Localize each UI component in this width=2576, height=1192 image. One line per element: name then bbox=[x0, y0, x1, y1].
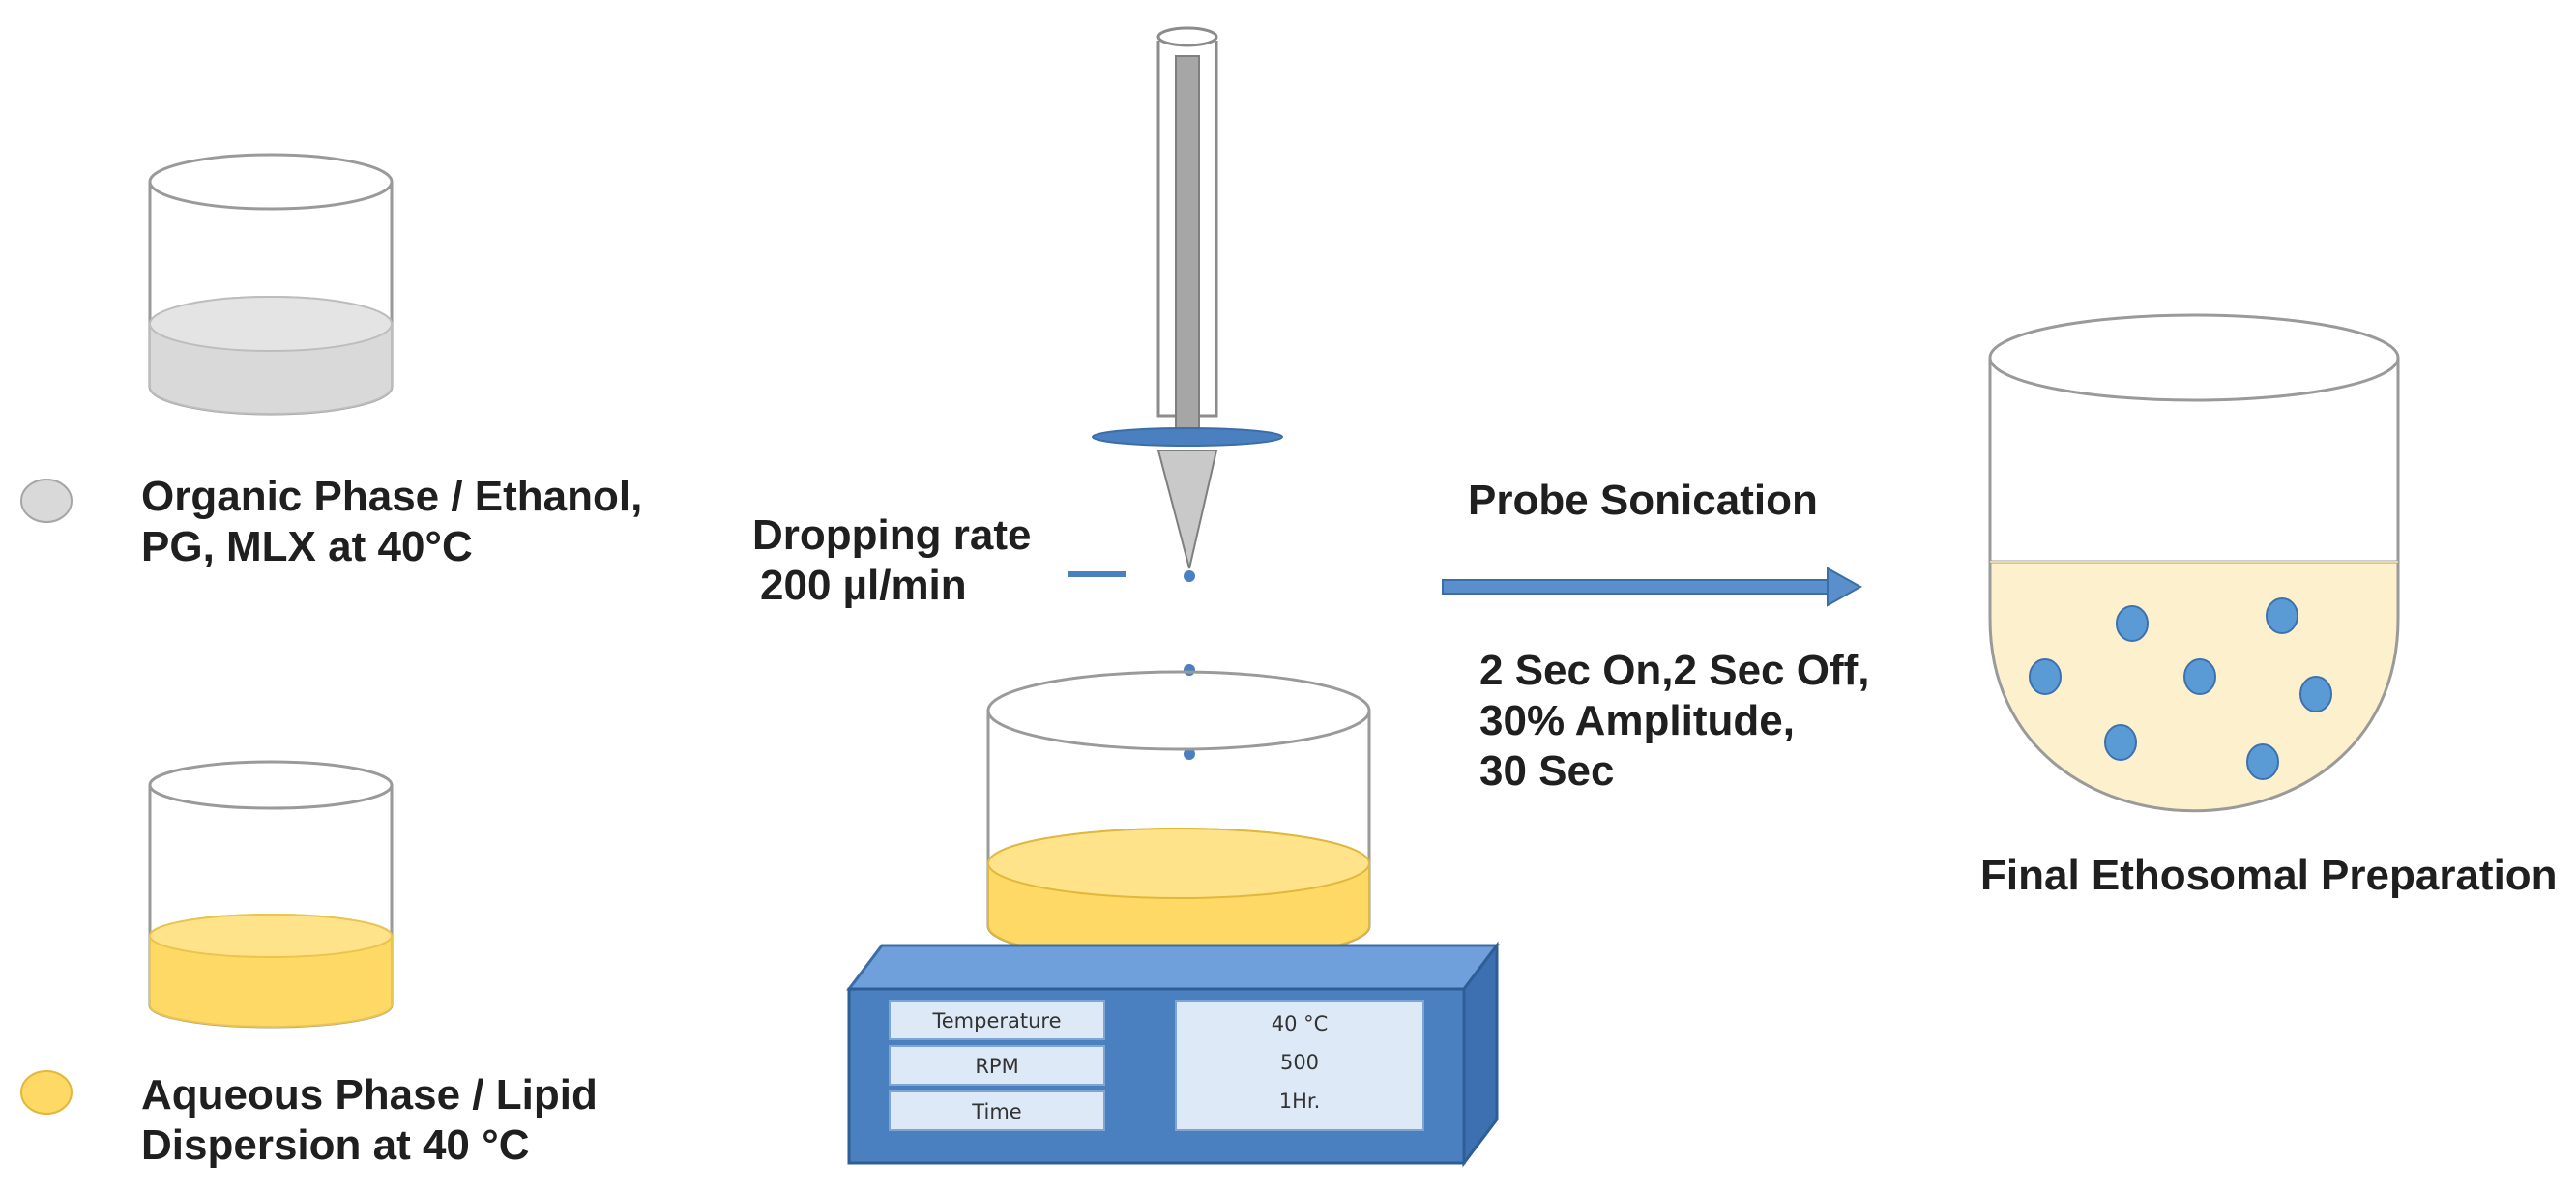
sonication-line1: 2 Sec On,2 Sec Off, bbox=[1479, 647, 1870, 694]
droplet bbox=[1184, 664, 1195, 676]
sonication-conditions: 2 Sec On,2 Sec Off, 30% Amplitude, 30 Se… bbox=[1479, 646, 1870, 797]
sonication-line2: 30% Amplitude, bbox=[1479, 696, 1795, 744]
aqueous-phase-label: Aqueous Phase / Lipid Dispersion at 40 °… bbox=[141, 1070, 598, 1171]
aqueous-phase-line2: Dispersion at 40 °C bbox=[141, 1120, 530, 1169]
probe-sonication-title: Probe Sonication bbox=[1468, 477, 1818, 524]
dropping-rate-label: Dropping rate 200 µl/min bbox=[752, 510, 1031, 611]
ethosome-particle bbox=[2266, 597, 2298, 634]
organic-phase-swatch bbox=[20, 479, 73, 523]
final-ethosome-beaker bbox=[1988, 313, 2400, 813]
mixing-beaker bbox=[986, 670, 1371, 963]
dropper-pipette bbox=[1092, 26, 1283, 569]
ethosome-particle bbox=[2183, 658, 2216, 695]
organic-phase-label: Organic Phase / Ethanol, PG, MLX at 40°C bbox=[141, 472, 642, 572]
stirrer-label-temperature: Temperature bbox=[931, 1009, 1061, 1032]
dropping-rate-line1: Dropping rate bbox=[752, 511, 1032, 559]
stirrer-label-time: Time bbox=[971, 1100, 1021, 1123]
final-preparation-label: Final Ethosomal Preparation bbox=[1980, 852, 2558, 899]
hot-plate-stirrer bbox=[845, 941, 1501, 1168]
stirrer-value-temperature: 40 °C bbox=[1272, 1012, 1329, 1035]
ethosome-particle bbox=[2299, 676, 2332, 712]
aqueous-phase-beaker bbox=[148, 760, 394, 1029]
ethosome-particle bbox=[2116, 605, 2149, 642]
stirrer-label-rpm: RPM bbox=[975, 1055, 1018, 1078]
organic-phase-line2: PG, MLX at 40°C bbox=[141, 522, 473, 570]
aqueous-phase-swatch bbox=[20, 1070, 73, 1115]
droplet bbox=[1184, 570, 1195, 582]
organic-phase-line1: Organic Phase / Ethanol, bbox=[141, 473, 643, 520]
sonication-line3: 30 Sec bbox=[1479, 746, 1615, 795]
organic-phase-beaker bbox=[148, 153, 394, 416]
aqueous-phase-line1: Aqueous Phase / Lipid bbox=[141, 1071, 598, 1119]
ethosome-particle bbox=[2104, 724, 2137, 761]
stirrer-value-rpm: 500 bbox=[1280, 1051, 1319, 1074]
stirrer-value-time: 1Hr. bbox=[1279, 1090, 1321, 1113]
ethosome-particle bbox=[2246, 743, 2279, 780]
process-arrow bbox=[1442, 567, 1863, 607]
droplet bbox=[1184, 748, 1195, 760]
dropping-rate-line2: 200 µl/min bbox=[760, 561, 967, 609]
ethosome-particle bbox=[2029, 658, 2062, 695]
